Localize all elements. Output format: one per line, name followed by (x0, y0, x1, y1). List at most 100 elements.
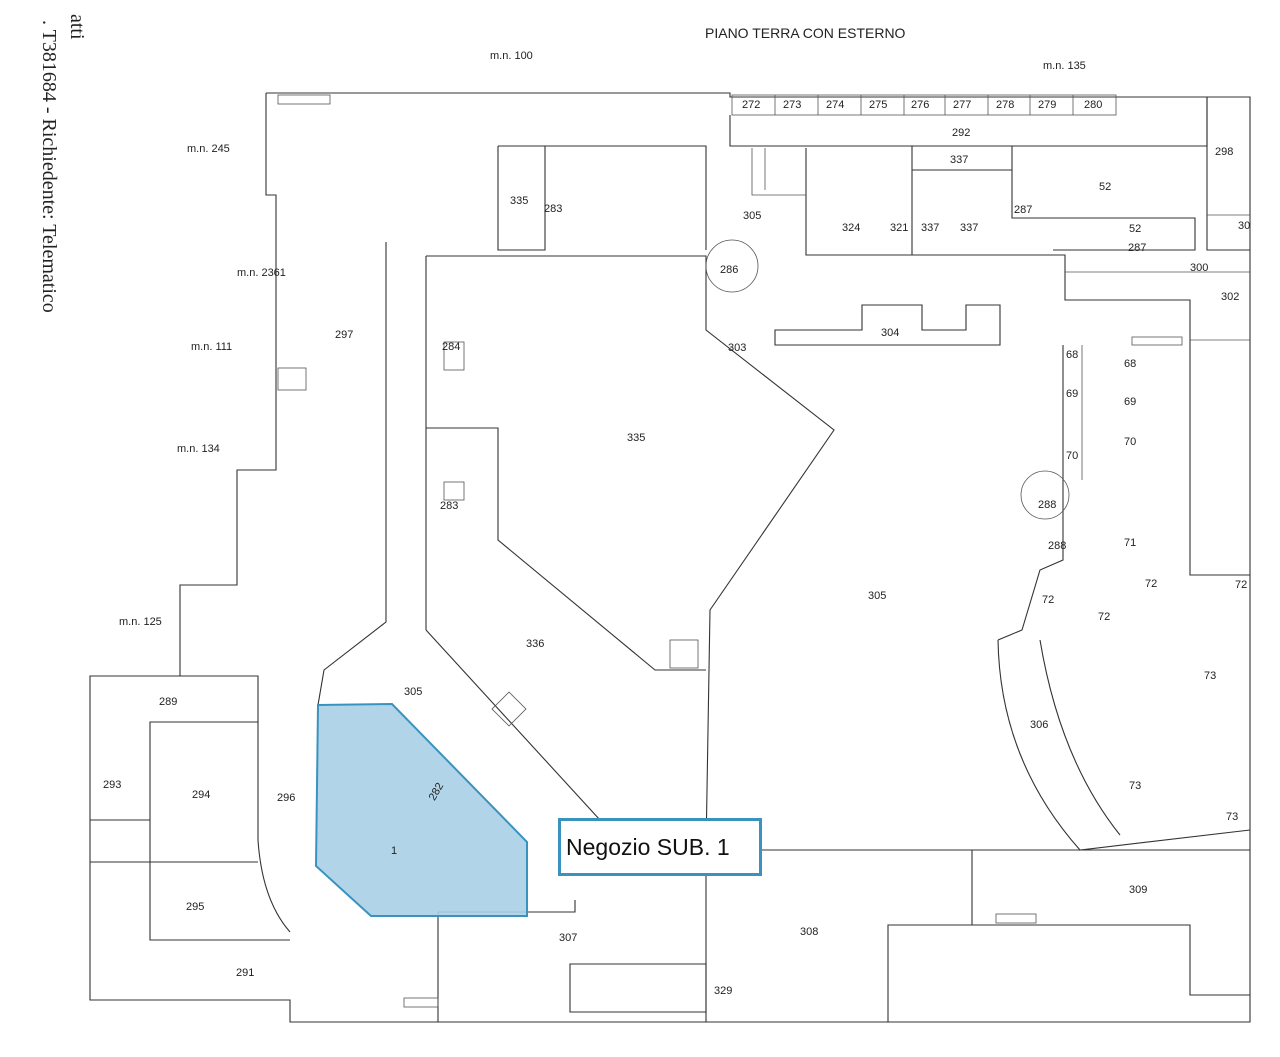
unit-label: 30 (1238, 220, 1250, 232)
parcel-label: m.n. 135 (1043, 60, 1086, 72)
unit-label: 337 (921, 222, 939, 234)
block-298 (1206, 97, 1250, 251)
unit-label: 288 (1048, 540, 1066, 552)
unit-label: 305 (404, 686, 422, 698)
unit-label: 293 (103, 779, 121, 791)
lift-box (669, 639, 699, 669)
area-304 (774, 304, 1001, 346)
unit-label: 284 (442, 341, 460, 353)
unit-label: 70 (1124, 436, 1136, 448)
side-text-line1: atti (66, 14, 88, 40)
curved-area-306 (997, 639, 1251, 851)
unit-label: 274 (826, 99, 844, 111)
unit-label: 298 (1215, 146, 1233, 158)
unit-label: 337 (950, 154, 968, 166)
unit-label: 296 (277, 792, 295, 804)
unit-label: 73 (1204, 670, 1216, 682)
unit-label: 277 (953, 99, 971, 111)
area-307 (437, 900, 576, 1022)
side-request-note: atti . T381684 - Richiedente: Telematico (38, 14, 88, 354)
side-text-line2: . T381684 - Richiedente: Telematico (38, 20, 60, 313)
outer-boundary (89, 92, 1251, 1023)
unit-label: 70 (1066, 450, 1078, 462)
unit-label: 337 (960, 222, 978, 234)
unit-label: 73 (1226, 811, 1238, 823)
top-units-strip (731, 94, 1117, 116)
unit-label: 295 (186, 901, 204, 913)
lift-box-2 (491, 691, 527, 727)
unit-label: 336 (526, 638, 544, 650)
unit-label: 287 (1128, 242, 1146, 254)
unit-label: 283 (440, 500, 458, 512)
unit-label: 324 (842, 222, 860, 234)
unit-label: 306 (1030, 719, 1048, 731)
unit-label: 276 (911, 99, 929, 111)
unit-label: 272 (742, 99, 760, 111)
area-335 (425, 255, 835, 851)
unit-label: 275 (869, 99, 887, 111)
unit-label: 305 (743, 210, 761, 222)
shop-sub-1-area[interactable] (314, 702, 528, 917)
grille-right (1131, 336, 1183, 346)
unit-label: 300 (1190, 262, 1208, 274)
unit-label: 72 (1235, 579, 1247, 591)
corridor-68-72 (997, 345, 1064, 641)
unit-label: 278 (996, 99, 1014, 111)
stair-284-box (443, 341, 465, 371)
corridor-297 (317, 242, 387, 706)
unit-label: 291 (236, 967, 254, 979)
plan-title: PIANO TERRA CON ESTERNO (705, 25, 906, 41)
block-294 (149, 721, 291, 933)
callout-label: Negozio SUB. 1 (566, 833, 730, 860)
unit-label: 273 (783, 99, 801, 111)
unit-label: 286 (720, 264, 738, 276)
unit-label: 309 (1129, 884, 1147, 896)
block-324 (805, 148, 1250, 576)
unit-label: 287 (1014, 204, 1032, 216)
spiral-stair-288 (705, 239, 759, 293)
unit-label: 335 (627, 432, 645, 444)
curve-inner (1039, 639, 1121, 836)
unit-label: 303 (728, 342, 746, 354)
unit-label: 69 (1124, 396, 1136, 408)
unit-label: 280 (1084, 99, 1102, 111)
grille-bottom (403, 997, 439, 1008)
unit-label: 52 (1099, 181, 1111, 193)
unit-label: 304 (881, 327, 899, 339)
unit-label: 307 (559, 932, 577, 944)
unit-label: 289 (159, 696, 177, 708)
shop-sub-1-callout[interactable]: Negozio SUB. 1 (558, 818, 762, 876)
shop-unit-number: 1 (391, 845, 397, 857)
spiral-stair-288b (1020, 470, 1070, 520)
parcel-label: m.n. 100 (490, 50, 533, 62)
unit-label: 288 (1038, 499, 1056, 511)
unit-label: 308 (800, 926, 818, 938)
parcel-label: m.n. 245 (187, 143, 230, 155)
grille-top-left (277, 94, 331, 105)
stair-left (277, 367, 307, 391)
unit-label: 68 (1066, 349, 1078, 361)
unit-label: 72 (1145, 578, 1157, 590)
area-335-north (497, 145, 707, 251)
unit-label: 52 (1129, 223, 1141, 235)
grille-309 (995, 913, 1037, 924)
parcel-label: m.n. 111 (191, 341, 232, 353)
unit-label: 283 (544, 203, 562, 215)
unit-label: 294 (192, 789, 210, 801)
unit-label: 72 (1098, 611, 1110, 623)
unit-label: 71 (1124, 537, 1136, 549)
parcel-label: m.n. 134 (177, 443, 220, 455)
unit-label: 297 (335, 329, 353, 341)
unit-label: 302 (1221, 291, 1239, 303)
unit-label: 321 (890, 222, 908, 234)
stair-286-box (443, 481, 465, 501)
unit-label: 72 (1042, 594, 1054, 606)
unit-label: 305 (868, 590, 886, 602)
unit-label: 329 (714, 985, 732, 997)
block-295-291 (90, 861, 290, 941)
parcel-label: m.n. 125 (119, 616, 162, 628)
area-308 (705, 849, 1250, 1022)
unit-label: 69 (1066, 388, 1078, 400)
unit-label: 292 (952, 127, 970, 139)
